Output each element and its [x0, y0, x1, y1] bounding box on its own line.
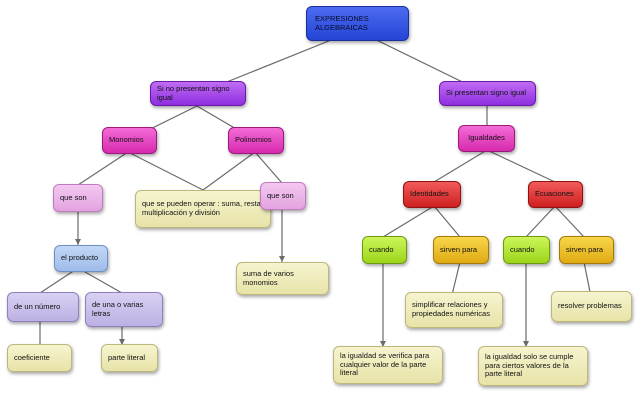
node-cuando-ecuaciones-label: cuando	[510, 244, 535, 254]
node-cuando-identidades[interactable]: cuando	[362, 236, 407, 264]
node-igualdades[interactable]: Igualdades	[458, 125, 515, 152]
node-expresiones-algebraicas[interactable]: EXPRESIONES ALGEBRAICAS	[306, 6, 409, 41]
edge-producto-numero	[39, 267, 79, 294]
node-monomios[interactable]: Monomios	[102, 127, 157, 154]
node-sirven-ecuaciones[interactable]: sirven para	[559, 236, 614, 264]
node-identidades[interactable]: Identidades	[403, 181, 461, 208]
arrowhead-icon	[380, 341, 386, 347]
node-parte-literal-label: parte literal	[108, 352, 146, 362]
edge-ecuaciones-sirven	[554, 205, 585, 238]
node-sin-signo-igual[interactable]: Si no presentan signo igual	[150, 81, 246, 106]
node-parte-literal[interactable]: parte literal	[101, 344, 158, 372]
node-suma-monomios[interactable]: suma de varios monomios	[236, 262, 329, 295]
edge-monomios-operar	[127, 151, 204, 191]
edge-igualdades-ecuaciones	[486, 149, 556, 183]
node-monomios-label: Monomios	[109, 135, 144, 145]
node-igualdad-cualquier-valor-label: la igualdad se verifica para cualquier v…	[340, 351, 430, 378]
node-igualdad-cualquier-valor[interactable]: la igualdad se verifica para cualquier v…	[333, 346, 443, 384]
node-cuando-identidades-label: cuando	[369, 244, 394, 254]
node-cuando-ecuaciones[interactable]: cuando	[503, 236, 550, 264]
arrowhead-icon	[75, 239, 81, 245]
node-el-producto[interactable]: el producto	[54, 245, 108, 272]
node-que-son-monomios-label: que son	[60, 192, 87, 202]
edge-polinomios-operar	[202, 151, 256, 191]
node-ecuaciones[interactable]: Ecuaciones	[528, 181, 583, 208]
node-con-signo-igual[interactable]: Si presentan signo igual	[439, 81, 536, 106]
edge-identidades-cuando	[382, 205, 435, 238]
node-de-varias-letras[interactable]: de una o varias letras	[85, 292, 163, 327]
node-expresiones-algebraicas-label: EXPRESIONES ALGEBRAICAS	[315, 13, 369, 32]
node-que-son-polinomios[interactable]: que son	[260, 182, 306, 210]
node-polinomios-label: Polinomios	[235, 135, 272, 145]
node-suma-monomios-label: suma de varios monomios	[243, 268, 294, 287]
node-sin-signo-igual-label: Si no presentan signo igual	[157, 83, 230, 102]
node-igualdades-label: Igualdades	[468, 133, 505, 143]
node-operaciones[interactable]: que se pueden operar : suma, resta, mult…	[135, 190, 271, 228]
node-de-varias-letras-label: de una o varias letras	[92, 299, 144, 318]
edge-ecuaciones-cuando	[525, 205, 556, 238]
edge-polinomios-que-son	[254, 151, 283, 184]
node-que-son-polinomios-label: que son	[267, 190, 294, 200]
edge-producto-letras	[77, 267, 123, 294]
node-con-signo-igual-label: Si presentan signo igual	[446, 88, 527, 98]
node-sirven-identidades[interactable]: sirven para	[433, 236, 489, 264]
node-igualdad-ciertos-valores-label: la igualdad solo se cumple para ciertos …	[485, 352, 574, 379]
node-de-un-numero-label: de un número	[14, 301, 61, 311]
node-resolver-problemas-label: resolver problemas	[558, 301, 622, 311]
node-coeficiente[interactable]: coeficiente	[7, 344, 72, 372]
arrowhead-icon	[119, 339, 125, 345]
node-sirven-identidades-label: sirven para	[440, 244, 478, 254]
node-ecuaciones-label: Ecuaciones	[535, 189, 574, 199]
node-resolver-problemas[interactable]: resolver problemas	[551, 291, 632, 322]
node-identidades-label: Identidades	[410, 189, 449, 199]
arrowhead-icon	[523, 341, 529, 347]
node-el-producto-label: el producto	[61, 253, 99, 263]
node-sirven-ecuaciones-label: sirven para	[566, 244, 604, 254]
edge-sirven-resolver	[583, 261, 591, 293]
node-de-un-numero[interactable]: de un número	[7, 292, 79, 322]
node-polinomios[interactable]: Polinomios	[228, 127, 284, 154]
node-simplificar[interactable]: simplificar relaciones y propiedades num…	[405, 292, 503, 328]
node-coeficiente-label: coeficiente	[14, 352, 50, 362]
node-que-son-monomios[interactable]: que son	[53, 184, 103, 212]
node-operaciones-label: que se pueden operar : suma, resta, mult…	[142, 199, 263, 217]
node-simplificar-label: simplificar relaciones y propiedades num…	[412, 300, 490, 318]
edge-monomios-que-son	[77, 151, 129, 186]
edge-igualdades-identidades	[433, 149, 488, 183]
arrowhead-icon	[279, 256, 285, 262]
edge-sirven-simplificar	[451, 261, 461, 296]
edge-identidades-sirven	[433, 205, 461, 238]
node-igualdad-ciertos-valores[interactable]: la igualdad solo se cumple para ciertos …	[478, 346, 588, 386]
